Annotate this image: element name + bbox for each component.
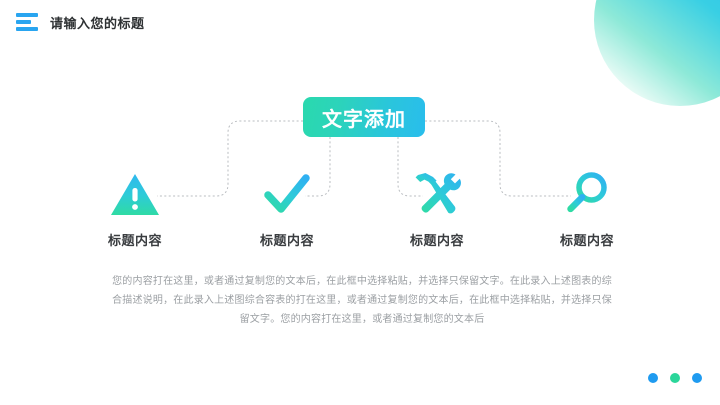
center-badge-label: 文字添加	[322, 108, 406, 131]
page-dot-3[interactable]	[692, 373, 702, 383]
corner-gradient-circle	[594, 0, 720, 106]
item-3-label: 标题内容	[409, 233, 464, 248]
page-dot-2[interactable]	[670, 373, 680, 383]
magnifier-icon	[512, 168, 662, 220]
slide-header: 请输入您的标题	[0, 0, 145, 44]
item-3[interactable]: 标题内容	[362, 168, 512, 249]
item-2-label: 标题内容	[259, 233, 314, 248]
warning-triangle-icon	[60, 168, 210, 220]
page-title: 请输入您的标题	[50, 15, 145, 31]
check-mark-icon	[212, 168, 362, 220]
item-1-label: 标题内容	[107, 233, 162, 248]
center-badge[interactable]: 文字添加	[303, 97, 425, 137]
hammer-wrench-icon	[362, 168, 512, 220]
item-1[interactable]: 标题内容	[60, 168, 210, 249]
page-dot-1[interactable]	[648, 373, 658, 383]
item-4[interactable]: 标题内容	[512, 168, 662, 249]
body-paragraph: 您的内容打在这里，或者通过复制您的文本后，在此框中选择粘贴，并选择只保留文字。在…	[112, 276, 612, 325]
item-2[interactable]: 标题内容	[212, 168, 362, 249]
item-4-label: 标题内容	[559, 233, 614, 248]
page-dots	[648, 373, 702, 383]
items-row: 标题内容 标题内容	[0, 168, 720, 248]
three-bars-logo-icon	[16, 11, 38, 33]
